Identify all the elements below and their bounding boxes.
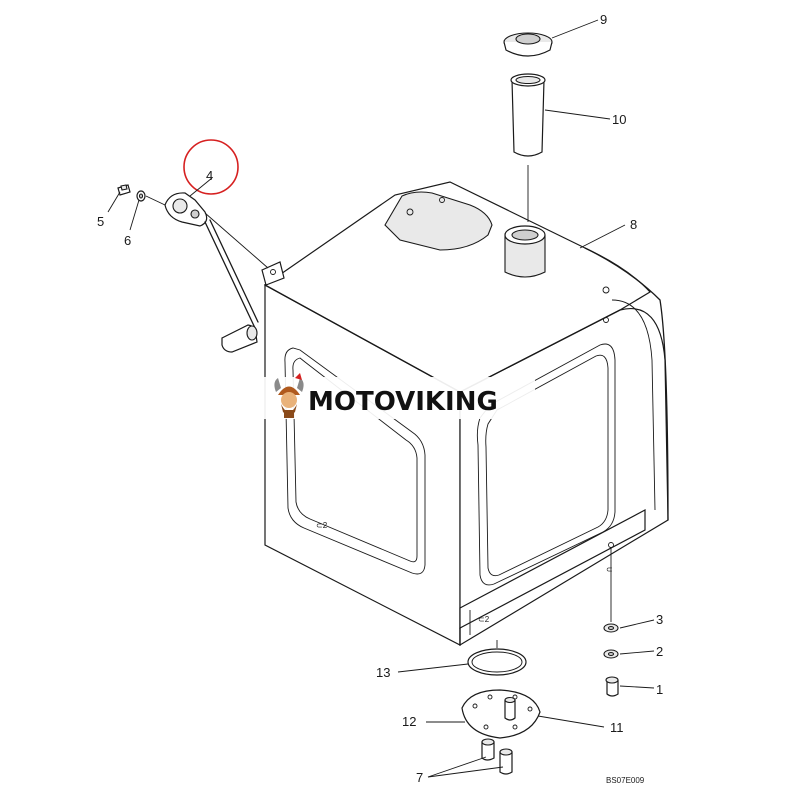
callout-7: 7 xyxy=(416,770,423,785)
callout-11: 11 xyxy=(610,720,624,735)
strainer-tube xyxy=(510,73,546,157)
callout-13: 13 xyxy=(376,665,390,680)
callout-1: 1 xyxy=(656,682,663,697)
watermark-text: MOTOVIKING xyxy=(308,387,498,417)
highlight-circle xyxy=(183,139,239,195)
viking-logo-icon xyxy=(274,373,304,418)
callout-8: 8 xyxy=(630,217,637,232)
svg-text:⊂: ⊂ xyxy=(606,565,613,574)
o-ring xyxy=(467,648,527,676)
svg-text:⊂2: ⊂2 xyxy=(478,615,490,624)
screw-5 xyxy=(117,184,131,196)
callout-2: 2 xyxy=(656,644,663,659)
filler-cap xyxy=(503,32,553,57)
drawing-code: BS07E009 xyxy=(606,776,645,785)
fitting-7a xyxy=(481,738,495,761)
watermark-banner: MOTOVIKING xyxy=(263,373,535,419)
washer-2 xyxy=(603,649,619,659)
callout-9: 9 xyxy=(600,12,607,27)
svg-text:⊂2: ⊂2 xyxy=(316,521,328,530)
leader-lines xyxy=(107,19,655,778)
washer-3 xyxy=(603,623,619,633)
fitting-7b xyxy=(499,748,513,775)
callout-3: 3 xyxy=(656,612,663,627)
callout-10: 10 xyxy=(612,112,626,127)
bolt-1 xyxy=(605,676,619,697)
callout-5: 5 xyxy=(97,214,104,229)
callout-6: 6 xyxy=(124,233,131,248)
suction-plate xyxy=(461,689,541,739)
fuel-level-sender xyxy=(164,192,259,353)
callout-4: 4 xyxy=(206,168,213,183)
callout-12: 12 xyxy=(402,714,416,729)
washer-6 xyxy=(136,190,146,202)
